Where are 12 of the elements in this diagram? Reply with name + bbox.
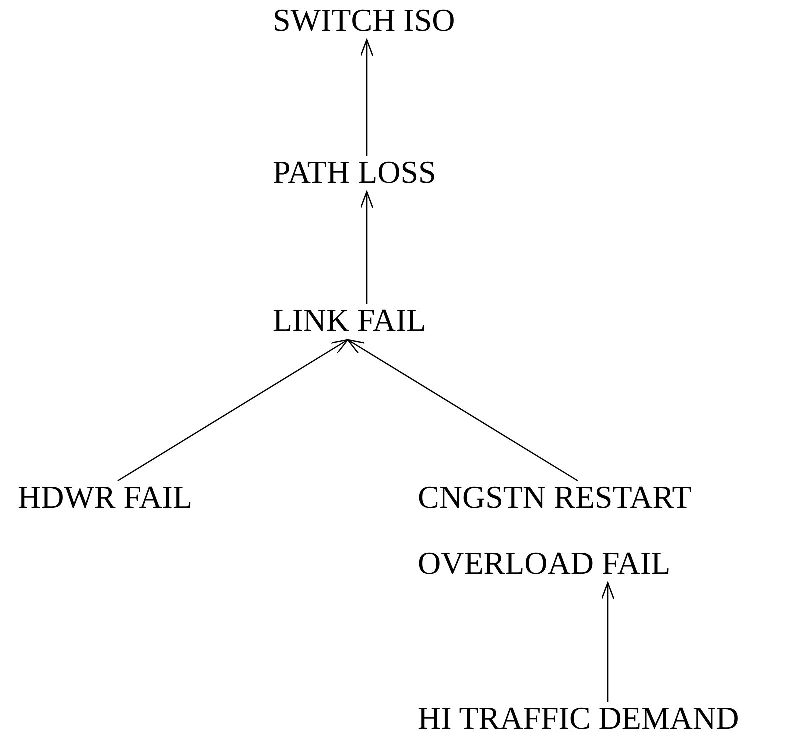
arrow — [360, 39, 374, 156]
arrow — [360, 191, 374, 304]
node-label: OVERLOAD FAIL — [418, 547, 671, 579]
node-label: LINK FAIL — [273, 304, 426, 336]
node-label: HI TRAFFIC DEMAND — [418, 702, 740, 734]
arrow — [347, 339, 578, 482]
arrow — [601, 582, 615, 702]
node-label: HDWR FAIL — [18, 481, 192, 513]
node-label: CNGSTN RESTART — [418, 481, 692, 513]
node-label: SWITCH ISO — [273, 4, 456, 36]
node-label: PATH LOSS — [273, 156, 436, 188]
arrow — [118, 339, 349, 482]
